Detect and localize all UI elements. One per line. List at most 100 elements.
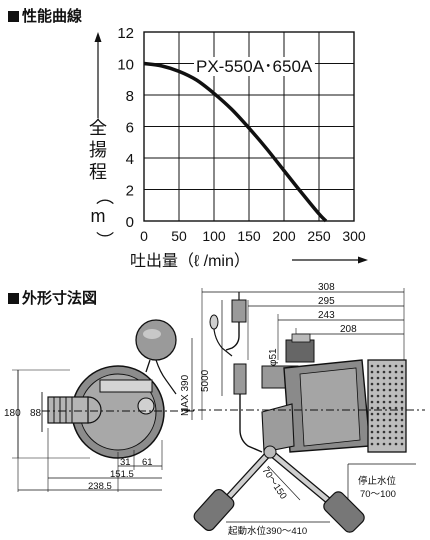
weight-shape [193, 488, 235, 532]
dim-151-5: 151.5 [110, 469, 134, 480]
strainer-hole [388, 418, 392, 422]
dim-208: 208 [340, 324, 357, 335]
cable-plug [231, 299, 247, 323]
motor-panel [299, 367, 361, 447]
strainer-hole [400, 412, 404, 416]
discharge-pipe-top [47, 396, 89, 424]
top-knob [137, 397, 155, 415]
strainer-hole [388, 382, 392, 386]
x-tick-label: 300 [342, 228, 366, 244]
top-bracket [99, 379, 153, 393]
plot-frame [143, 31, 355, 222]
start-level: 起動水位390～410 [228, 525, 307, 537]
dim-phi51: φ51 [268, 348, 279, 366]
strainer-hole [400, 442, 404, 446]
strainer-hole [388, 370, 392, 374]
float-weight-right [323, 491, 365, 533]
y-tick-label: 10 [117, 57, 134, 74]
strainer [367, 359, 407, 453]
series-label: PX-550A･650A [196, 57, 313, 76]
chart-frame [143, 31, 355, 222]
strainer-hole [376, 400, 380, 404]
y-tick-label: 6 [126, 120, 134, 137]
x-tick-label: 150 [237, 228, 261, 244]
strainer-hole [382, 424, 386, 428]
strainer-hole [388, 364, 392, 368]
y-axis-label-char: 揚 [89, 140, 107, 160]
float-weight-left [193, 488, 235, 532]
strainer-hole [394, 442, 398, 446]
dimensions-title-text: 外形寸法図 [22, 289, 98, 307]
strainer-hole [394, 370, 398, 374]
strainer-hole [370, 376, 374, 380]
weight-shape [323, 491, 365, 533]
strainer-hole [382, 436, 386, 440]
strainer-hole [394, 406, 398, 410]
float-switch-top [135, 319, 177, 361]
x-axis-arrow-icon [358, 256, 368, 264]
strainer-hole [376, 394, 380, 398]
dim-238-5: 238.5 [88, 481, 112, 492]
strainer-hole [388, 394, 392, 398]
y-tick-label: 0 [126, 214, 134, 231]
dim-max390: MAX 390 [180, 374, 191, 416]
strainer-hole [400, 436, 404, 440]
strainer-hole [376, 424, 380, 428]
strainer-hole [400, 382, 404, 386]
strainer-hole [400, 400, 404, 404]
strainer-hole [388, 376, 392, 380]
strainer-hole [400, 430, 404, 434]
float-arm-right-fill [268, 450, 332, 504]
strainer-hole [382, 376, 386, 380]
strainer-hole [400, 406, 404, 410]
float-pivot [263, 445, 277, 459]
strainer-hole [376, 370, 380, 374]
strainer-hole [382, 370, 386, 374]
cable-sleeve [233, 363, 247, 395]
x-axis-label: 吐出量（ℓ /min） [130, 252, 250, 270]
strainer-hole [394, 430, 398, 434]
strainer-hole [400, 364, 404, 368]
strainer-holes [370, 364, 404, 446]
y-axis-label-char: 程 [89, 162, 107, 182]
dim-61: 61 [142, 457, 153, 468]
strainer-hole [394, 388, 398, 392]
y-tick-label: 8 [126, 88, 134, 105]
strainer-hole [382, 364, 386, 368]
strainer-hole [394, 412, 398, 416]
strainer-hole [370, 370, 374, 374]
outlet-rim [291, 333, 311, 343]
strainer-hole [388, 406, 392, 410]
x-tick-label: 100 [202, 228, 226, 244]
y-tick-label: 2 [126, 183, 134, 200]
float-highlight [143, 329, 161, 339]
strainer-hole [376, 418, 380, 422]
strainer-hole [376, 436, 380, 440]
y-tick-label: 4 [126, 151, 134, 168]
strainer-hole [382, 406, 386, 410]
float-cable [239, 394, 263, 453]
dim-295: 295 [318, 296, 335, 307]
y-axis-label-char: ） [94, 231, 114, 249]
dim-243: 243 [318, 310, 335, 321]
discharge-outlet [285, 339, 315, 363]
strainer-hole [370, 382, 374, 386]
strainer-hole [376, 442, 380, 446]
strainer-hole [370, 400, 374, 404]
strainer-hole [400, 394, 404, 398]
strainer-hole [376, 376, 380, 380]
strainer-hole [376, 430, 380, 434]
strainer-hole [400, 424, 404, 428]
strainer-hole [388, 442, 392, 446]
strainer-hole [400, 370, 404, 374]
dim-line-70-150 [267, 465, 301, 501]
strainer-hole [370, 436, 374, 440]
strainer-hole [370, 424, 374, 428]
y-axis-label-char: （ [94, 187, 114, 205]
strainer-hole [370, 406, 374, 410]
series-line-px550a-650a [143, 61, 328, 223]
strainer-hole [394, 364, 398, 368]
strainer-hole [370, 430, 374, 434]
square-bullet-icon [8, 293, 19, 304]
